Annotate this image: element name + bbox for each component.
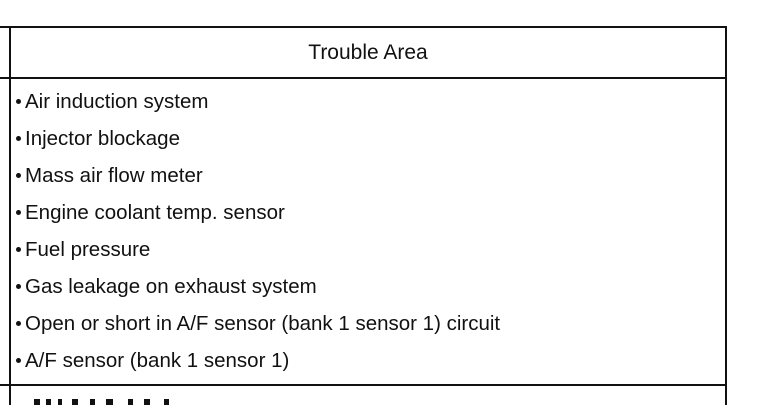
list-item-label: Engine coolant temp. sensor	[25, 201, 285, 224]
bullet-icon	[16, 284, 21, 289]
list-item-label: Mass air flow meter	[25, 164, 203, 187]
list-item: Engine coolant temp. sensor	[16, 194, 721, 231]
cropped-glyph	[106, 399, 113, 405]
cropped-glyph	[144, 399, 150, 405]
bullet-icon	[16, 358, 21, 363]
list-item: Injector blockage	[16, 120, 721, 157]
list-item: Fuel pressure	[16, 231, 721, 268]
table-top-border	[0, 26, 727, 28]
cropped-glyph	[34, 399, 40, 405]
cropped-glyph	[90, 399, 95, 405]
cropped-glyph	[164, 399, 169, 405]
trouble-area-list: Air induction system Injector blockage M…	[16, 83, 721, 379]
table-left-border	[9, 26, 11, 405]
bullet-icon	[16, 173, 21, 178]
cropped-glyph	[58, 399, 62, 405]
cropped-glyph	[128, 399, 133, 405]
list-item: A/F sensor (bank 1 sensor 1)	[16, 342, 721, 379]
list-item: Mass air flow meter	[16, 157, 721, 194]
list-item-label: Open or short in A/F sensor (bank 1 sens…	[25, 312, 501, 335]
list-item-label: Fuel pressure	[25, 238, 151, 261]
list-item-label: A/F sensor (bank 1 sensor 1)	[25, 349, 290, 372]
list-item-label: Air induction system	[25, 90, 209, 113]
list-item-label: Injector blockage	[25, 127, 180, 150]
cropped-glyph	[46, 399, 51, 405]
list-item: Open or short in A/F sensor (bank 1 sens…	[16, 305, 721, 342]
bullet-icon	[16, 136, 21, 141]
cropped-glyph	[72, 399, 78, 405]
row-divider	[0, 384, 727, 386]
table-header-trouble-area: Trouble Area	[308, 40, 428, 64]
table-right-border	[725, 26, 727, 405]
bullet-icon	[16, 99, 21, 104]
bullet-icon	[16, 210, 21, 215]
header-bottom-border	[0, 77, 727, 79]
bullet-icon	[16, 247, 21, 252]
bullet-icon	[16, 321, 21, 326]
list-item: Gas leakage on exhaust system	[16, 268, 721, 305]
list-item: Air induction system	[16, 83, 721, 120]
cropped-next-row-text	[34, 396, 234, 405]
list-item-label: Gas leakage on exhaust system	[25, 275, 317, 298]
